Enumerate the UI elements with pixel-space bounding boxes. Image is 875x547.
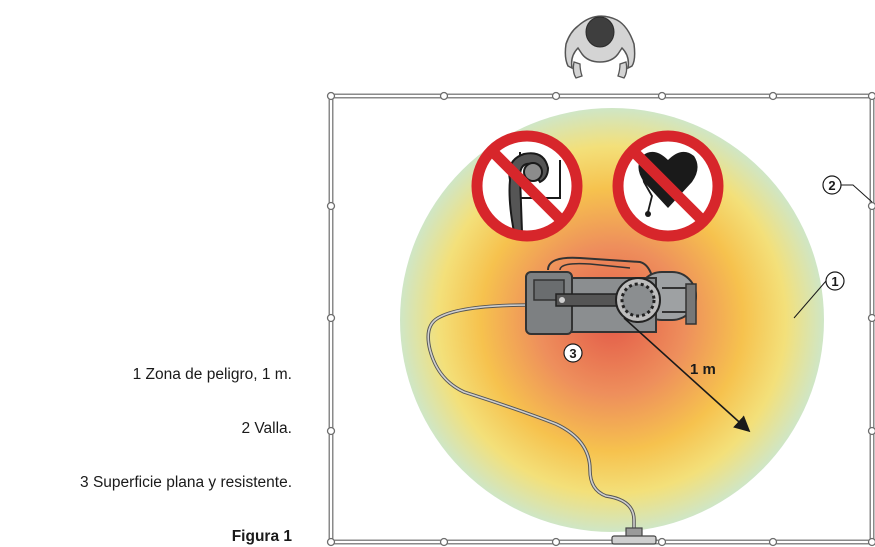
- no-metal-implants-sign-icon: [471, 130, 583, 242]
- legend-item-fence: 2 Valla.: [241, 420, 292, 437]
- person-top-view-icon: [564, 15, 636, 79]
- callout-2-number: 2: [828, 178, 835, 193]
- legend-item-surface: 3 Superficie plana y resistente.: [80, 474, 292, 491]
- callout-3-number: 3: [569, 346, 576, 361]
- legend-item-danger-zone: 1 Zona de peligro, 1 m.: [132, 366, 292, 383]
- figure-caption: Figura 1: [231, 528, 292, 545]
- callout-1-number: 1: [831, 274, 838, 289]
- plug-connector: [611, 527, 657, 545]
- callout-2-badge: [822, 175, 842, 195]
- fence: [326, 91, 875, 547]
- no-pacemaker-sign-icon: [612, 130, 724, 242]
- callout-3-badge: [563, 343, 583, 363]
- callout-1-badge: [825, 271, 845, 291]
- distance-label: 1 m: [690, 361, 716, 378]
- induction-heater-device: [525, 256, 697, 335]
- radius-arrow: [623, 317, 751, 433]
